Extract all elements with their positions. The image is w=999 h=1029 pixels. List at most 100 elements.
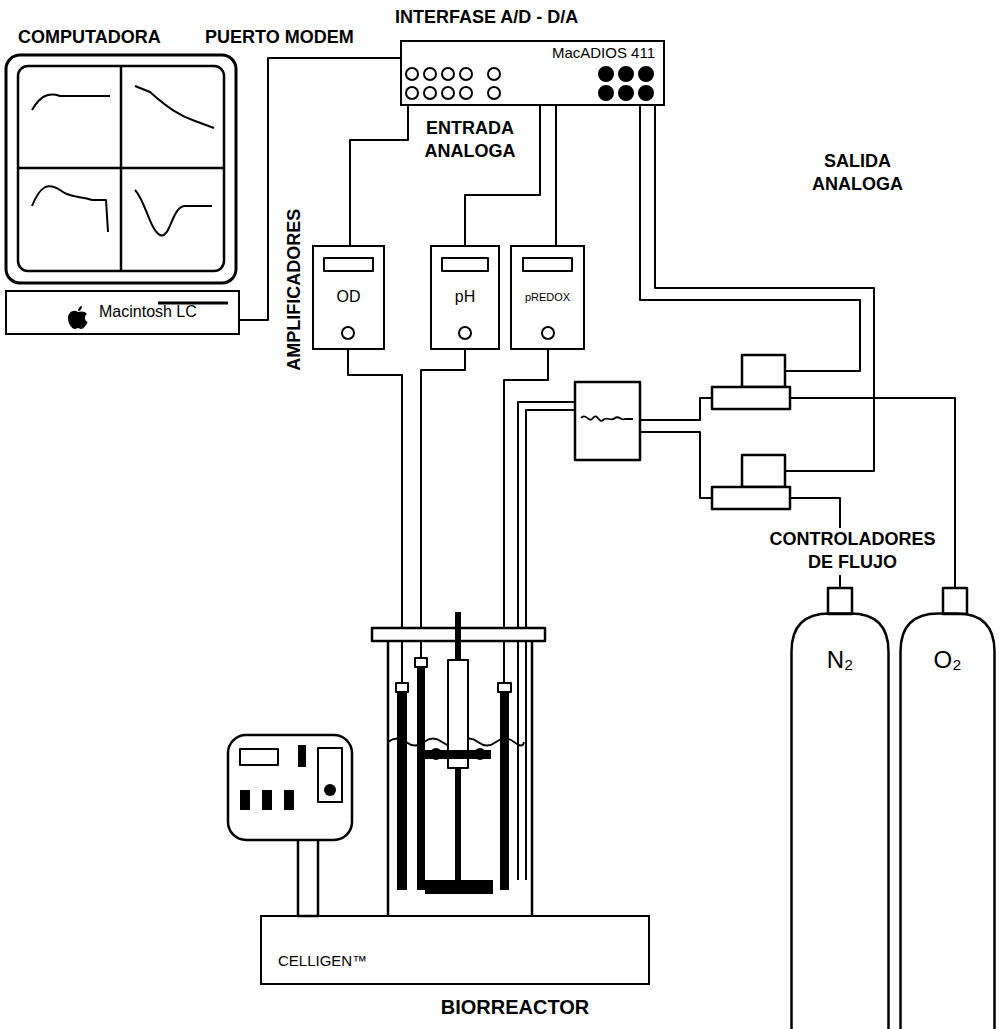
node-text: pH (455, 288, 475, 306)
control-panel (228, 735, 352, 840)
probe-cap (498, 683, 511, 692)
jack-filled (639, 86, 653, 100)
signal-cable (240, 58, 400, 320)
device-label: INTERFASE A/D - D/A (395, 6, 680, 29)
jack-open (424, 87, 436, 99)
node-text: CELLIGEN™ (278, 952, 367, 969)
screen-graph (32, 95, 110, 110)
jack-open (406, 68, 418, 80)
impeller-base (425, 880, 493, 894)
probe-rod (500, 690, 509, 890)
jack-filled (619, 67, 633, 81)
amplifier-display (442, 258, 488, 271)
cylinder-body (901, 614, 995, 1029)
jack-open (406, 87, 418, 99)
label-holder: BIORREACTOR (395, 994, 635, 1020)
node-text: Macintosh LC (99, 303, 197, 321)
interface-box: MacADIOS 411 (400, 40, 665, 106)
screen-graph (135, 86, 214, 128)
node-text: O₂ (934, 646, 962, 674)
gas-cylinder: N₂ (790, 612, 890, 1029)
interface-jacks (406, 67, 653, 100)
jack-open (442, 68, 454, 80)
tank-valve (828, 588, 852, 614)
node-text: OD (337, 288, 361, 306)
signal-cable (350, 106, 408, 245)
node-text: MacADIOS 411 (552, 44, 655, 61)
label-holder: SALIDA ANALOGA (795, 150, 920, 197)
amplifier-box: pH (430, 245, 500, 350)
panel-button (284, 790, 294, 810)
jack-filled (599, 67, 613, 81)
amplifier-knob (459, 327, 471, 339)
amplifier-knob (542, 327, 554, 339)
impeller-hub (430, 748, 442, 760)
apple-logo-leaf (78, 306, 82, 311)
impeller-hub (474, 748, 486, 760)
label-holder: AMPLIFICADORES (283, 180, 306, 400)
flow-controller-valve (712, 387, 790, 409)
amplifier-display (324, 258, 373, 271)
jack-filled (599, 86, 613, 100)
cylinder-body (792, 614, 889, 1029)
panel-display (240, 749, 278, 765)
probe-cap (396, 683, 408, 692)
gas-mixer (575, 382, 640, 460)
amplifier-knob (342, 327, 354, 339)
apple-logo (68, 311, 88, 329)
panel-stem (298, 838, 318, 916)
jack-open (488, 87, 500, 99)
bioreactor-base: CELLIGEN™ (260, 915, 650, 985)
output-wire (640, 106, 860, 371)
panel-button (240, 790, 250, 810)
mixer-trace (581, 416, 633, 421)
label-holder: CONTROLADORES DE FLUJO (760, 528, 945, 575)
tank-valve (943, 588, 967, 614)
signal-label: ENTRADA ANALOGA (415, 117, 525, 164)
probe-cap (415, 658, 427, 667)
device-label: COMPUTADORA (18, 26, 193, 49)
probe-rod (397, 690, 407, 890)
node-text: pREDOX (525, 291, 570, 304)
label-holder: PUERTO MODEM (205, 26, 355, 49)
screen-graph (32, 186, 108, 232)
group-label: AMPLIFICADORES (283, 180, 306, 400)
panel-gauge (318, 748, 342, 802)
device-label: BIORREACTOR (395, 994, 635, 1020)
flow-controller-valve (712, 487, 790, 509)
probe-wire (421, 350, 465, 658)
computer-box: Macintosh LC (5, 290, 240, 335)
label-holder: COMPUTADORA (18, 26, 193, 49)
panel-switch (298, 745, 306, 767)
port-label: PUERTO MODEM (205, 26, 355, 49)
monitor-screen (18, 66, 224, 271)
node-text: N₂ (827, 646, 854, 674)
panel-knob (324, 784, 336, 796)
cylinder-outline (899, 612, 996, 1029)
flow-controller (742, 455, 785, 487)
gas-cylinder: O₂ (899, 612, 996, 1029)
jack-filled (639, 67, 653, 81)
jack-open (488, 68, 500, 80)
amplifier-box: pREDOX (510, 245, 585, 350)
signal-cable (555, 106, 557, 245)
amplifier-display (523, 258, 572, 271)
label-holder: INTERFASE A/D - D/A (395, 6, 680, 29)
gas-line (640, 432, 712, 498)
sparger-line (526, 410, 575, 880)
probe-rod (417, 665, 425, 890)
amplifier-box: OD (312, 245, 385, 350)
flow-controller (742, 355, 785, 387)
screen-divider (18, 167, 224, 170)
jack-open (460, 87, 472, 99)
screen-graph (135, 190, 212, 236)
signal-label: SALIDA ANALOGA (795, 150, 920, 197)
cylinder-outline (790, 612, 890, 1029)
jack-open (442, 87, 454, 99)
monitor-frame (6, 55, 236, 283)
label-holder: ENTRADA ANALOGA (415, 117, 525, 164)
jack-open (424, 68, 436, 80)
gas-line (640, 398, 712, 420)
group-label: CONTROLADORES DE FLUJO (760, 528, 945, 575)
